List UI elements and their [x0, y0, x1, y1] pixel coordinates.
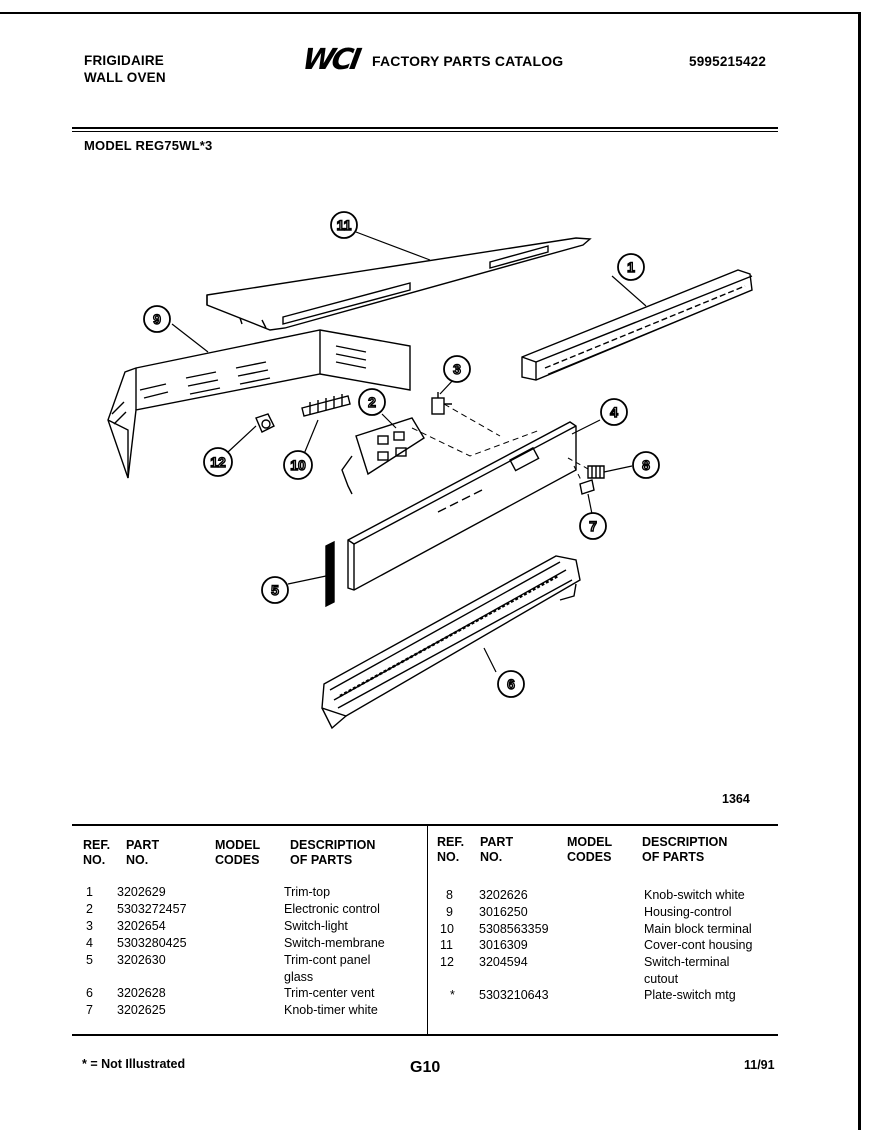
header-rule-thin	[72, 131, 778, 132]
model-label: MODEL REG75WL*3	[84, 138, 213, 153]
part-main-block-terminal	[301, 394, 351, 417]
part-cover-cont-housing	[206, 237, 592, 331]
page-code: G10	[410, 1059, 441, 1076]
exploded-parts-diagram: 11 1 9 3 2 4 8 12 10 7 5 6	[107, 211, 753, 730]
callout-12: 12	[203, 447, 233, 477]
page-frame-top	[0, 12, 861, 14]
part-knobs	[579, 465, 605, 495]
table-bottom-rule	[72, 1034, 778, 1036]
part-electronic-control	[341, 417, 425, 495]
callout-1: 1	[617, 253, 645, 281]
svg-text:9: 9	[153, 311, 161, 327]
table-top-rule	[72, 824, 778, 826]
header-ref: REF.NO.	[83, 838, 111, 867]
table-column-divider	[427, 826, 428, 1034]
svg-text:7: 7	[589, 518, 597, 534]
footnote: * = Not Illustrated	[82, 1057, 186, 1071]
callout-2: 2	[358, 388, 386, 416]
svg-text:12: 12	[210, 454, 226, 470]
callout-4: 4	[600, 398, 628, 426]
callout-3: 3	[443, 355, 471, 383]
callout-6: 6	[497, 670, 525, 698]
svg-text:4: 4	[610, 404, 618, 420]
part-switch-terminal	[255, 413, 275, 433]
figure-number: 1364	[722, 792, 750, 806]
callout-7: 7	[579, 512, 607, 540]
callout-8: 8	[632, 451, 660, 479]
callout-10: 10	[283, 450, 313, 480]
callout-11: 11	[330, 211, 358, 239]
part-housing-control	[107, 329, 411, 479]
svg-text:10: 10	[290, 457, 306, 473]
callout-9: 9	[143, 305, 171, 333]
part-trim-top	[521, 269, 753, 381]
svg-text:5: 5	[271, 582, 279, 598]
svg-text:3: 3	[453, 361, 461, 377]
svg-text:11: 11	[337, 217, 352, 233]
callout-5: 5	[261, 576, 289, 604]
svg-text:1: 1	[627, 259, 635, 275]
wci-logo: WCI	[300, 42, 362, 76]
page-frame-right	[858, 12, 861, 1130]
catalog-number: 5995215422	[689, 54, 767, 69]
catalog-title: FACTORY PARTS CATALOG	[372, 53, 564, 69]
svg-text:6: 6	[507, 676, 515, 692]
header-rule	[72, 127, 778, 129]
part-trim-center-vent	[321, 555, 581, 730]
product-name: WALL OVEN	[84, 70, 166, 85]
header-ref-right: REF.NO.	[437, 835, 465, 864]
part-trim-cont-panel-glass	[325, 540, 335, 608]
svg-text:2: 2	[368, 394, 376, 410]
brand-name: FRIGIDAIRE	[84, 53, 165, 68]
part-switch-light	[431, 392, 452, 415]
catalog-date: 11/91	[744, 1058, 775, 1072]
svg-text:8: 8	[642, 457, 650, 473]
